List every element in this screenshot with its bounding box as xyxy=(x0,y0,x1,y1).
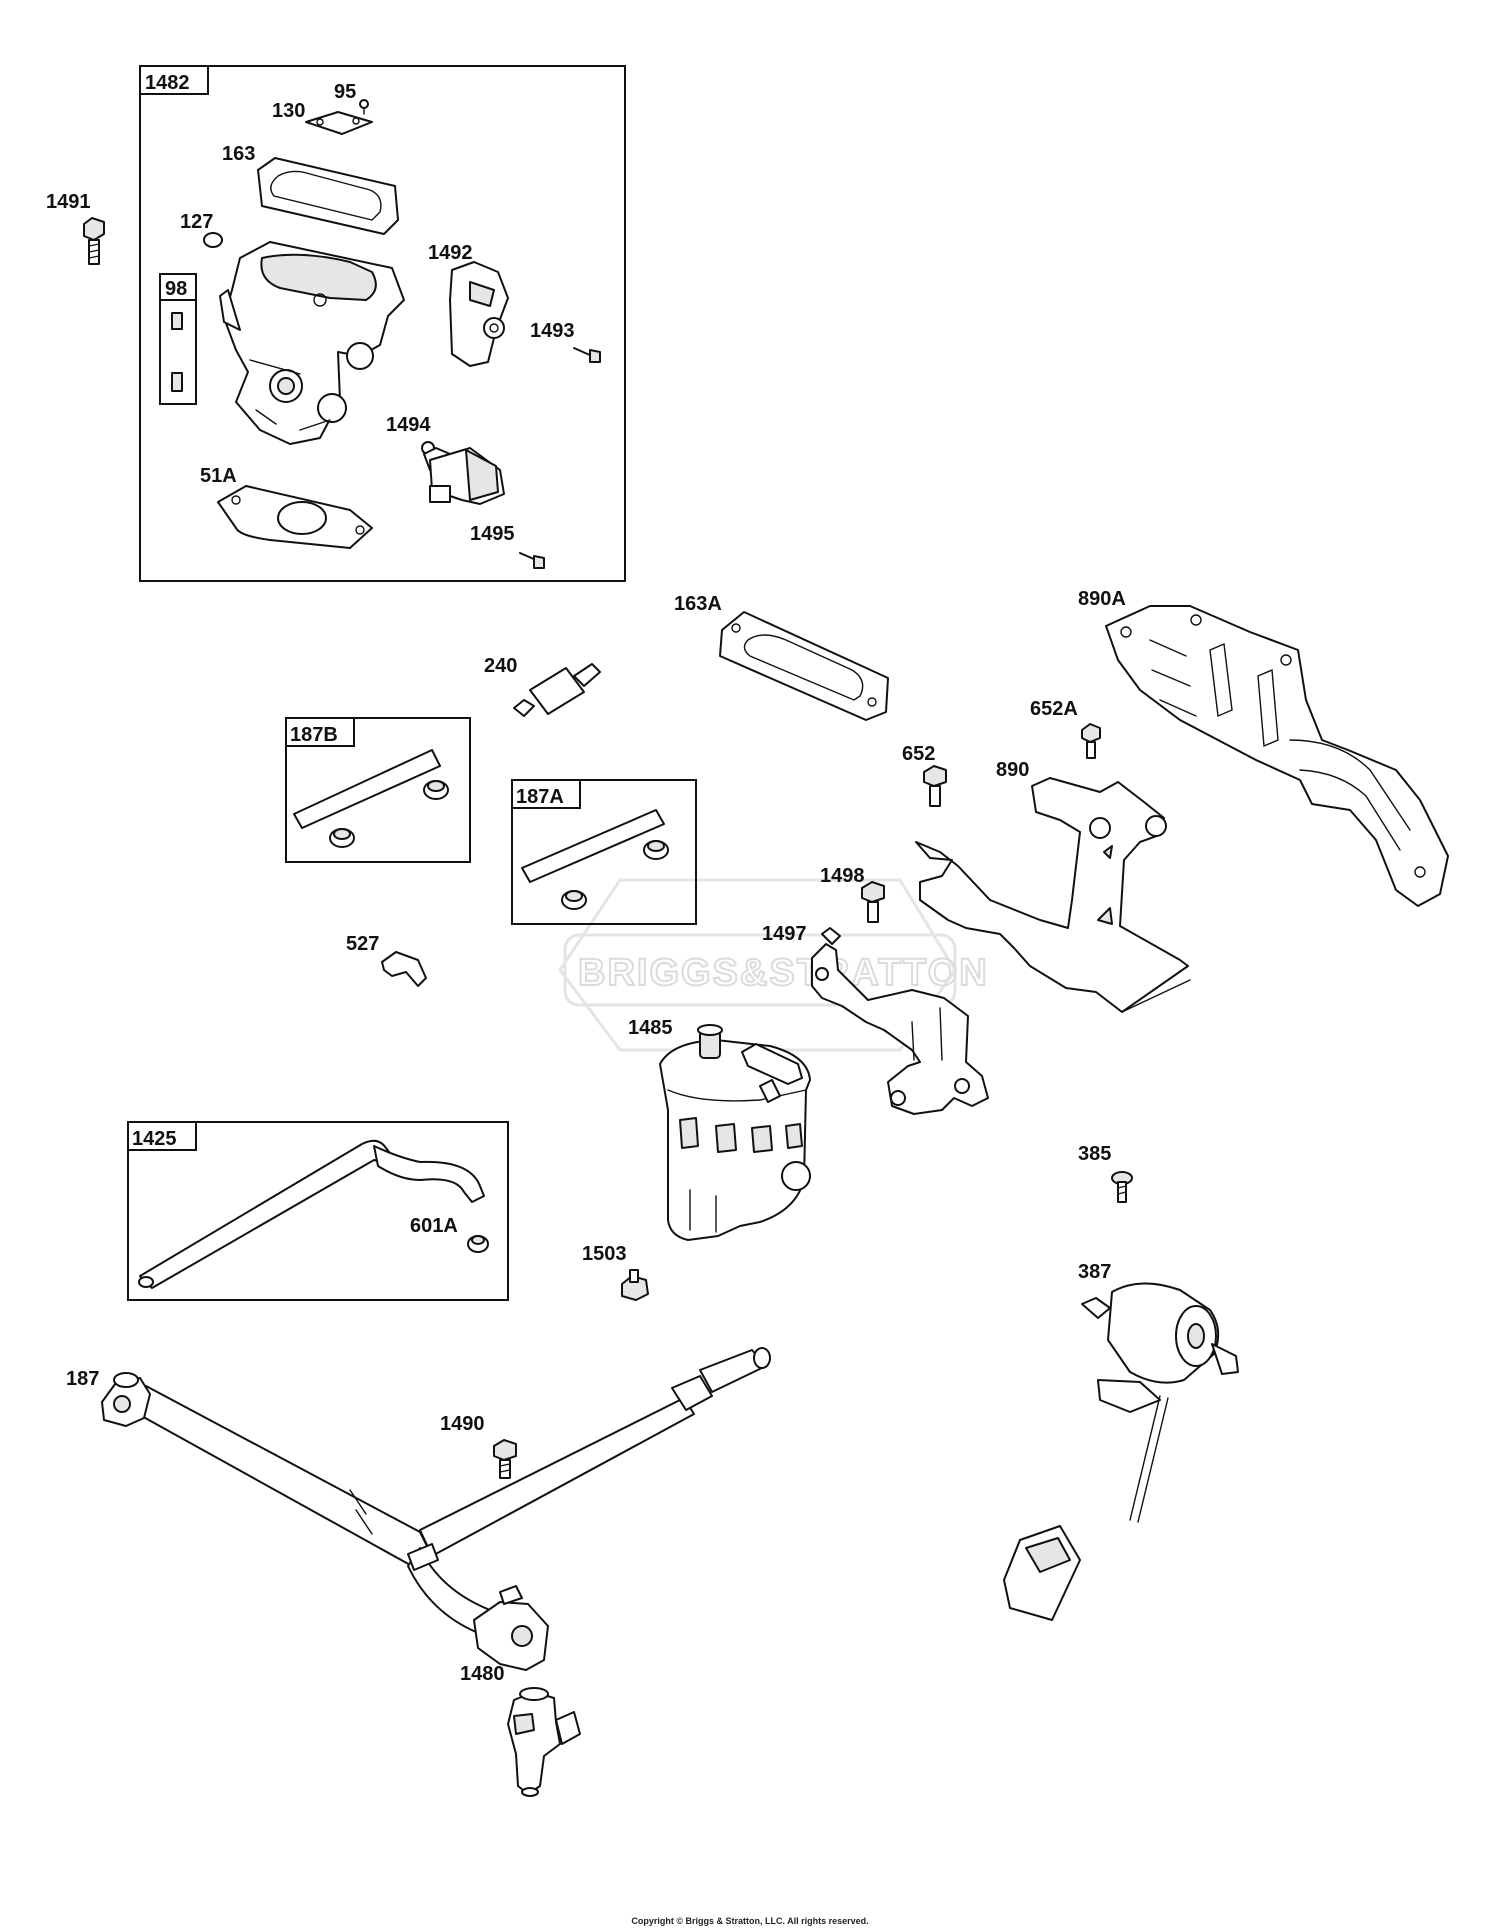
hose-clamp-187A-a-icon xyxy=(643,840,669,860)
kit-frame-1482 xyxy=(139,65,626,582)
kit-label-187B[interactable]: 187B xyxy=(290,724,338,746)
label-1490[interactable]: 1490 xyxy=(440,1413,485,1435)
screw-95-icon xyxy=(359,99,369,115)
label-385[interactable]: 385 xyxy=(1078,1143,1111,1165)
kit-frame-1425 xyxy=(127,1121,509,1301)
label-890A[interactable]: 890A xyxy=(1078,588,1126,610)
copyright-notice: Copyright © Briggs & Stratton, LLC. All … xyxy=(631,1916,868,1926)
fuel-line-assembly-187-icon xyxy=(101,1347,771,1671)
gasket-163-icon xyxy=(257,157,399,235)
label-127[interactable]: 127 xyxy=(180,211,213,233)
label-95[interactable]: 95 xyxy=(334,81,356,103)
throttle-position-sensor-1492-icon xyxy=(449,261,509,367)
label-1494[interactable]: 1494 xyxy=(386,414,431,436)
kit-frame-187B xyxy=(285,717,471,863)
label-1492[interactable]: 1492 xyxy=(428,242,473,264)
fuel-injector-1480-icon xyxy=(507,1687,581,1797)
fuel-hose-187B-icon xyxy=(293,749,441,829)
kit-label-98[interactable]: 98 xyxy=(165,278,187,300)
fuel-hose-187A-icon xyxy=(521,809,665,883)
label-1485[interactable]: 1485 xyxy=(628,1017,673,1039)
label-1493[interactable]: 1493 xyxy=(530,320,575,342)
gasket-130-icon xyxy=(305,111,373,135)
hose-clamp-601A-icon xyxy=(467,1235,489,1253)
hex-bolt-1491-icon xyxy=(83,217,105,265)
fuel-pump-module-1485-icon xyxy=(659,1024,811,1241)
hex-bolt-1490-icon xyxy=(493,1439,517,1479)
label-130[interactable]: 130 xyxy=(272,100,305,122)
hose-clamp-187B-b-icon xyxy=(329,828,355,848)
label-1480[interactable]: 1480 xyxy=(460,1663,505,1685)
kit-frame-187A xyxy=(511,779,697,925)
kit-label-1425[interactable]: 1425 xyxy=(132,1128,177,1150)
label-890[interactable]: 890 xyxy=(996,759,1029,781)
label-51A[interactable]: 51A xyxy=(200,465,237,487)
label-601A[interactable]: 601A xyxy=(410,1215,458,1237)
inline-fuel-filter-240-icon xyxy=(513,663,601,717)
gasket-51A-icon xyxy=(217,485,373,549)
label-652A[interactable]: 652A xyxy=(1030,698,1078,720)
kit-label-1482[interactable]: 1482 xyxy=(145,72,190,94)
support-bracket-890-icon xyxy=(915,777,1191,1013)
label-387[interactable]: 387 xyxy=(1078,1261,1111,1283)
flange-bolt-1503-icon xyxy=(621,1269,649,1301)
label-187[interactable]: 187 xyxy=(66,1368,99,1390)
label-527[interactable]: 527 xyxy=(346,933,379,955)
spring-98-icon xyxy=(171,312,183,392)
briggs-stratton-watermark: BRIGGS&STRATTON xyxy=(558,878,989,1052)
label-1495[interactable]: 1495 xyxy=(470,523,515,545)
idle-air-valve-1494-icon xyxy=(421,441,505,505)
throttle-body-icon xyxy=(219,241,405,445)
self-tapping-screw-385-icon xyxy=(1111,1171,1133,1203)
hex-bolt-652-icon xyxy=(923,765,947,807)
label-652[interactable]: 652 xyxy=(902,743,935,765)
filter-bracket-1497-icon xyxy=(811,927,989,1115)
o-ring-127-icon xyxy=(203,232,223,248)
label-1491[interactable]: 1491 xyxy=(46,191,91,213)
label-1503[interactable]: 1503 xyxy=(582,1243,627,1265)
hex-bolt-652A-icon xyxy=(1081,723,1101,759)
label-240[interactable]: 240 xyxy=(484,655,517,677)
screw-1493-icon xyxy=(573,347,601,363)
label-1498[interactable]: 1498 xyxy=(820,865,865,887)
hose-clip-527-icon xyxy=(381,951,427,987)
hose-clamp-187B-a-icon xyxy=(423,780,449,800)
hex-bolt-1498-icon xyxy=(861,881,885,923)
label-163[interactable]: 163 xyxy=(222,143,255,165)
vent-tube-1425-icon xyxy=(138,1139,485,1289)
electric-fuel-pump-387-icon xyxy=(1003,1282,1239,1621)
label-163A[interactable]: 163A xyxy=(674,593,722,615)
gasket-163A-icon xyxy=(719,611,889,721)
screw-1495-icon xyxy=(519,552,545,569)
label-1497[interactable]: 1497 xyxy=(762,923,807,945)
kit-label-187A[interactable]: 187A xyxy=(516,786,564,808)
watermark-text: BRIGGS&STRATTON xyxy=(578,952,989,994)
mounting-bracket-890A-icon xyxy=(1105,605,1449,907)
hose-clamp-187A-b-icon xyxy=(561,890,587,910)
